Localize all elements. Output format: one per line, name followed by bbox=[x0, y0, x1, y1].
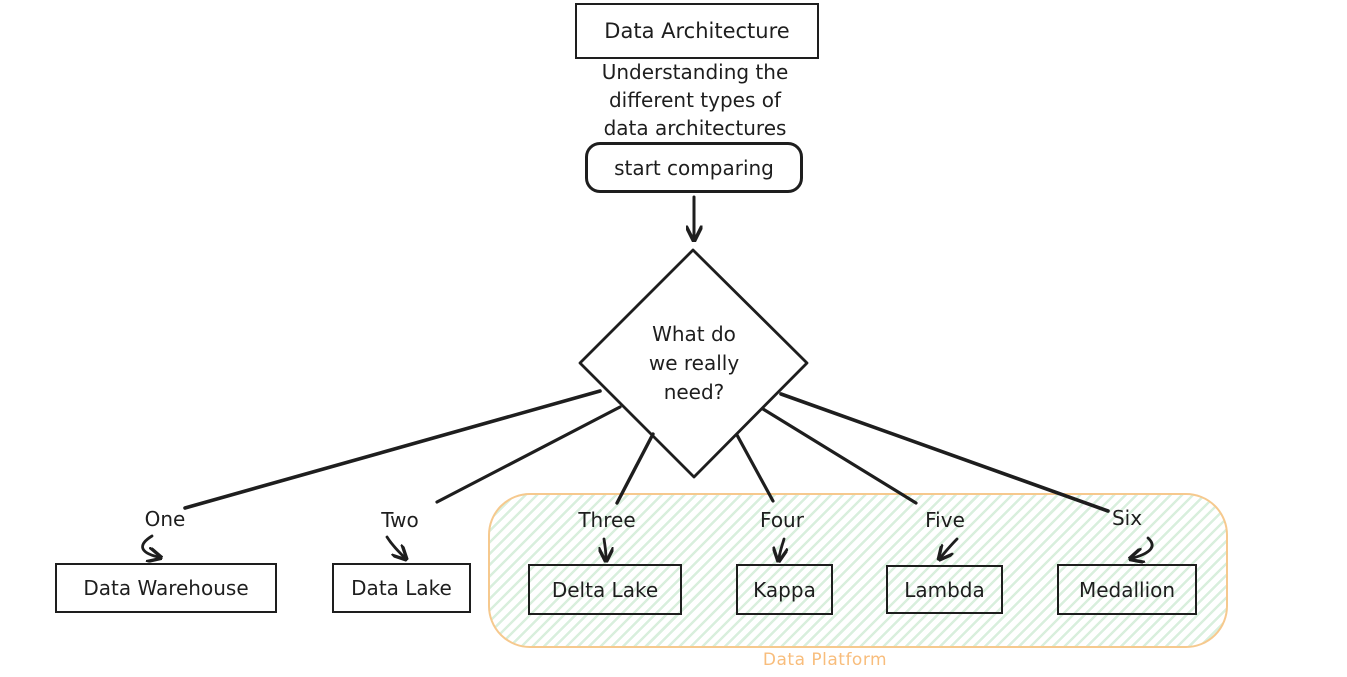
option-label-four: Four bbox=[760, 508, 804, 532]
node-data-warehouse: Data Warehouse bbox=[55, 563, 277, 613]
option-label-three: Three bbox=[578, 508, 636, 532]
edge-one-line bbox=[183, 389, 602, 510]
node-delta-lake-label: Delta Lake bbox=[551, 577, 659, 602]
start-comparing-label: start comparing bbox=[614, 155, 774, 180]
node-lambda: Lambda bbox=[886, 565, 1003, 614]
node-delta-lake: Delta Lake bbox=[528, 564, 682, 615]
option-label-five: Five bbox=[925, 508, 965, 532]
node-lambda-label: Lambda bbox=[904, 577, 985, 602]
option-label-one: One bbox=[144, 507, 186, 531]
option-label-six: Six bbox=[1111, 506, 1143, 530]
edge-four-line bbox=[735, 433, 775, 503]
option-label-two: Two bbox=[381, 508, 419, 532]
two-arrow bbox=[385, 535, 404, 557]
node-kappa: Kappa bbox=[736, 564, 833, 615]
node-kappa-label: Kappa bbox=[753, 577, 816, 602]
node-data-lake-label: Data Lake bbox=[351, 576, 452, 600]
edge-two-line bbox=[435, 405, 622, 504]
node-medallion: Medallion bbox=[1057, 564, 1197, 615]
title-box: Data Architecture bbox=[575, 3, 819, 59]
subtitle-text: Understanding the different types of dat… bbox=[601, 60, 789, 140]
start-comparing-button[interactable]: start comparing bbox=[585, 142, 803, 193]
one-arrow bbox=[141, 534, 158, 557]
page-title: Data Architecture bbox=[604, 19, 790, 43]
node-data-lake: Data Lake bbox=[332, 563, 471, 613]
node-medallion-label: Medallion bbox=[1078, 577, 1176, 602]
node-data-warehouse-label: Data Warehouse bbox=[83, 576, 249, 600]
data-platform-label: Data Platform bbox=[762, 650, 888, 670]
decision-question: What do we really need? bbox=[648, 322, 740, 404]
edge-five-line bbox=[761, 407, 918, 505]
